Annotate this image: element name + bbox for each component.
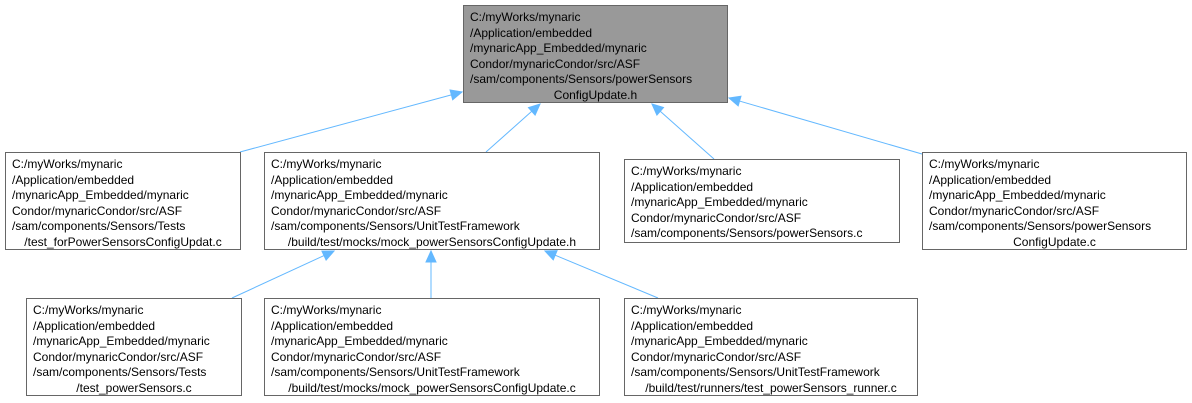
node-line: /build/test/mocks/mock_powerSensorsConfi… — [287, 234, 577, 249]
node-powersensors-c[interactable]: C:/myWorks/mynaric /Application/embedded… — [624, 159, 900, 243]
node-line: /mynaricApp_Embedded/mynaric — [33, 334, 210, 348]
node-line: Condor/mynaricCondor/src/ASF — [470, 56, 641, 71]
node-line: /mynaricApp_Embedded/mynaric — [271, 188, 448, 202]
node-line: /sam/components/Sensors/Tests — [33, 365, 207, 379]
node-line: ConfigUpdate.h — [553, 87, 638, 102]
node-line: Condor/mynaricCondor/src/ASF — [271, 349, 442, 364]
node-powersensorsconfigupdate-c[interactable]: C:/myWorks/mynaric /Application/embedded… — [922, 152, 1187, 250]
node-mock-powersensorsconfigupdate-c[interactable]: C:/myWorks/mynaric /Application/embedded… — [264, 298, 600, 396]
node-line: Condor/mynaricCondor/src/ASF — [271, 203, 442, 218]
node-line: /mynaricApp_Embedded/mynaric — [631, 195, 808, 209]
node-line: /Application/embedded — [470, 25, 593, 40]
node-line: C:/myWorks/mynaric — [929, 157, 1040, 171]
node-line: /sam/components/Sensors/powerSensors — [929, 219, 1152, 233]
node-root-powersensorsconfigupdate-h[interactable]: C:/myWorks/mynaric /Application/embedded… — [463, 5, 728, 103]
node-line: /build/test/mocks/mock_powerSensorsConfi… — [288, 380, 576, 395]
node-line: C:/myWorks/mynaric — [12, 157, 123, 171]
node-line: /mynaricApp_Embedded/mynaric — [929, 188, 1106, 202]
node-line: /sam/components/Sensors/powerSensors.c — [631, 226, 863, 240]
edge-arrowhead-icon — [543, 250, 558, 261]
edge-arrowhead-icon — [727, 95, 742, 107]
node-line: /Application/embedded — [33, 318, 156, 333]
node-test-powersensors-runner-c[interactable]: C:/myWorks/mynaric /Application/embedded… — [624, 298, 918, 396]
node-line: /mynaricApp_Embedded/mynaric — [271, 334, 448, 348]
node-test-powersensors-c[interactable]: C:/myWorks/mynaric /Application/embedded… — [26, 298, 242, 396]
node-line: /sam/components/Sensors/UnitTestFramewor… — [271, 219, 520, 233]
node-line: /sam/components/Sensors/powerSensors — [470, 72, 693, 86]
node-line: Condor/mynaricCondor/src/ASF — [631, 349, 802, 364]
node-line: /sam/components/Sensors/UnitTestFramewor… — [631, 365, 880, 379]
node-line: C:/myWorks/mynaric — [271, 303, 382, 317]
node-line: /Application/embedded — [271, 318, 394, 333]
node-line: /mynaricApp_Embedded/mynaric — [470, 41, 647, 55]
node-line: /sam/components/Sensors/UnitTestFramewor… — [271, 365, 520, 379]
node-line: /Application/embedded — [631, 179, 754, 194]
edge-powersensorsconfigupdate-c-to-root — [739, 100, 923, 155]
node-line: /sam/components/Sensors/Tests — [12, 219, 186, 233]
node-line: /test_powerSensors.c — [76, 380, 192, 395]
node-line: C:/myWorks/mynaric — [631, 164, 742, 178]
node-line: C:/myWorks/mynaric — [271, 157, 382, 171]
edge-test-powersensors-c-to-mock-powersensorsconfigupdate-h — [231, 255, 325, 299]
edge-arrowhead-icon — [651, 103, 665, 116]
node-line: /mynaricApp_Embedded/mynaric — [12, 188, 189, 202]
node-line: /Application/embedded — [631, 318, 754, 333]
node-line: ConfigUpdate.c — [1013, 234, 1096, 249]
node-mock-powersensorsconfigupdate-h[interactable]: C:/myWorks/mynaric /Application/embedded… — [264, 152, 600, 250]
node-line: Condor/mynaricCondor/src/ASF — [33, 349, 204, 364]
edge-test-forpowersensorsconfigupdat-to-root — [239, 94, 452, 153]
edge-test-powersensors-runner-c-to-mock-powersensorsconfigupdate-h — [554, 254, 659, 299]
edge-arrowhead-icon — [449, 89, 464, 101]
edge-arrowhead-icon — [527, 103, 541, 116]
edge-arrowhead-icon — [321, 250, 336, 262]
edge-arrowhead-icon — [425, 249, 437, 263]
node-line: /build/test/runners/test_powerSensors_ru… — [645, 380, 897, 395]
node-line: /test_forPowerSensorsConfigUpdat.c — [24, 234, 222, 249]
node-line: /Application/embedded — [271, 172, 394, 187]
node-line: C:/myWorks/mynaric — [470, 10, 581, 24]
node-line: Condor/mynaricCondor/src/ASF — [929, 203, 1100, 218]
node-line: C:/myWorks/mynaric — [631, 303, 742, 317]
node-line: Condor/mynaricCondor/src/ASF — [631, 210, 802, 225]
node-line: C:/myWorks/mynaric — [33, 303, 144, 317]
edge-powersensors-c-to-root — [659, 110, 715, 160]
edge-mock-powersensorsconfigupdate-h-to-root — [485, 110, 533, 153]
node-line: /mynaricApp_Embedded/mynaric — [631, 334, 808, 348]
node-line: /Application/embedded — [12, 172, 135, 187]
node-line: Condor/mynaricCondor/src/ASF — [12, 203, 183, 218]
node-test-forpowersensorsconfigupdat-c[interactable]: C:/myWorks/mynaric /Application/embedded… — [5, 152, 241, 250]
node-line: /Application/embedded — [929, 172, 1052, 187]
